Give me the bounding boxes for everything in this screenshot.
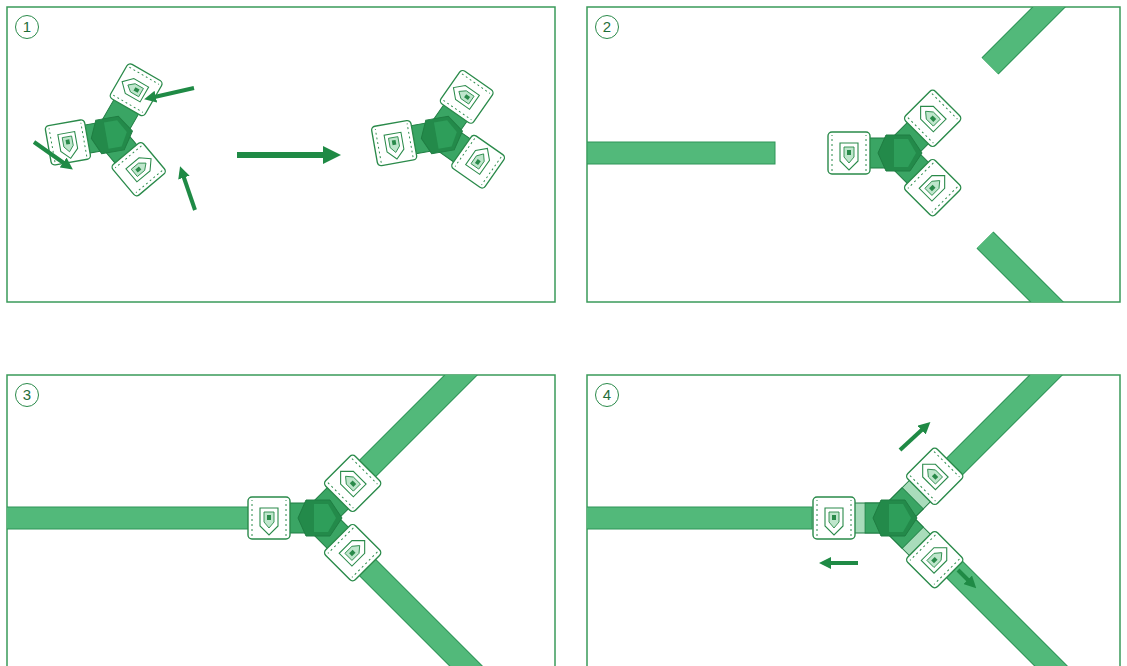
pipe — [587, 7, 1070, 302]
callout-number: 1 — [15, 15, 39, 39]
panel-frame — [587, 7, 1120, 302]
pipe — [587, 375, 1065, 666]
panel-frame — [7, 7, 555, 302]
step-arrow — [237, 152, 332, 158]
pipe — [7, 375, 480, 666]
fitting — [248, 454, 382, 583]
callout-number: 3 — [15, 383, 39, 407]
pull-arrows — [825, 426, 972, 584]
push-arrows — [34, 88, 195, 210]
callout-number: 4 — [595, 383, 619, 407]
fitting-assembled — [364, 64, 511, 207]
callout-number: 2 — [595, 15, 619, 39]
fitting — [813, 447, 964, 590]
fitting-loose — [36, 57, 182, 211]
fitting — [828, 89, 962, 218]
